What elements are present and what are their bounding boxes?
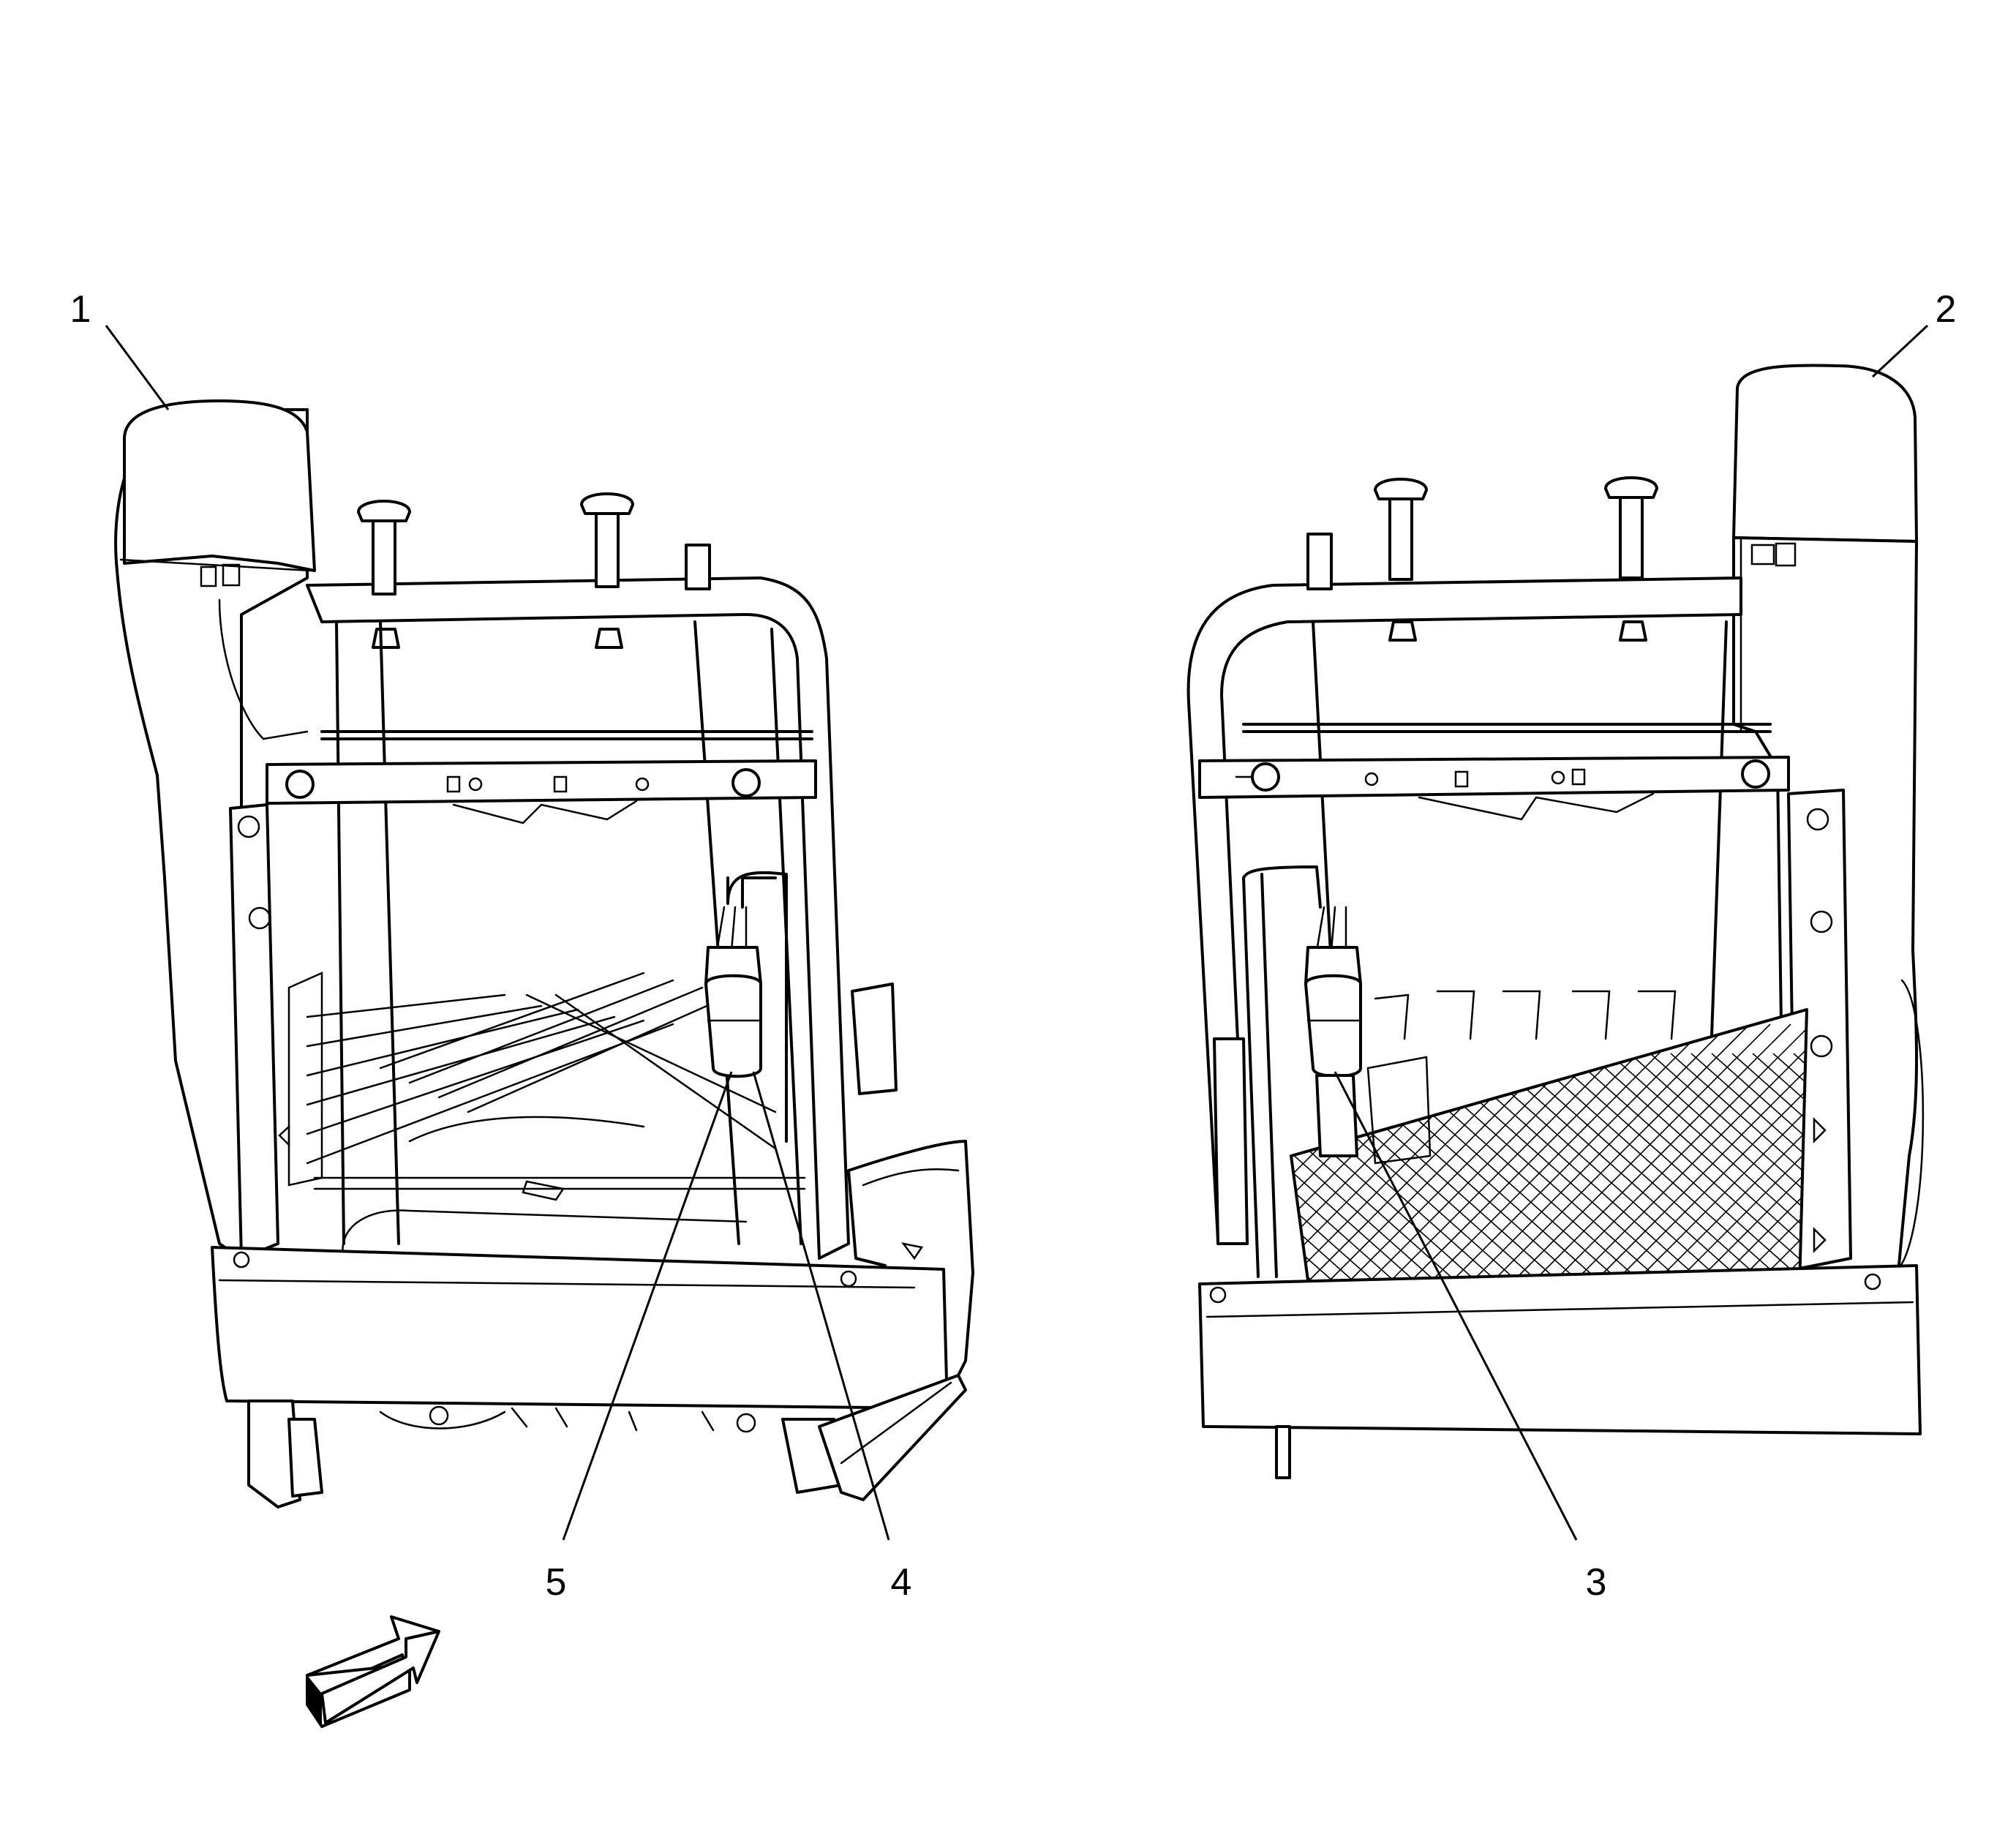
- callout-leaders: [105, 324, 1929, 1541]
- right-seat-cross-bracket: [1198, 756, 1790, 799]
- right-seat-lower-crossbar: [1198, 1264, 1922, 1435]
- callout-1: 1: [70, 288, 91, 331]
- leader-3: [1334, 1071, 1578, 1541]
- leader-4: [752, 1071, 890, 1541]
- callout-2: 2: [1936, 288, 1957, 331]
- left-seat-side-rail: [229, 803, 279, 1260]
- right-seat-headrest: [1732, 364, 1918, 543]
- right-headrest-guide-post-2: [1604, 476, 1658, 642]
- callout-4: 4: [891, 1561, 912, 1604]
- right-seat-mounting-stud: [1275, 1425, 1291, 1479]
- callout-labels: 1 2 3 4 5: [70, 288, 1957, 1604]
- left-headrest-guide-post-1: [357, 500, 411, 649]
- left-seat-side-module: [851, 982, 898, 1095]
- left-seat-lower-crossbar: [211, 1246, 949, 1410]
- left-seat-cross-bracket: [266, 759, 817, 805]
- left-seat-track-hardware: [247, 1374, 967, 1508]
- right-headrest-guide-post-1: [1374, 478, 1428, 642]
- leader-5: [562, 1071, 733, 1541]
- callout-5: 5: [546, 1561, 567, 1604]
- right-seat-back-assembly: [1186, 364, 1925, 1479]
- callout-3: 3: [1586, 1561, 1607, 1604]
- left-seat-harness-connector: [704, 871, 788, 1143]
- left-headrest-guide-post-2: [580, 492, 634, 649]
- left-wire-suspension: [287, 972, 806, 1260]
- leader-2: [1871, 324, 1929, 378]
- left-seat-headrest: [123, 399, 316, 572]
- right-seat-harness-route: [1242, 865, 1322, 1278]
- direction-arrow-icon: [306, 1615, 440, 1728]
- leader-1: [105, 325, 170, 410]
- left-seat-back-assembly: [114, 399, 974, 1508]
- left-seat-top-frame: [306, 576, 850, 1260]
